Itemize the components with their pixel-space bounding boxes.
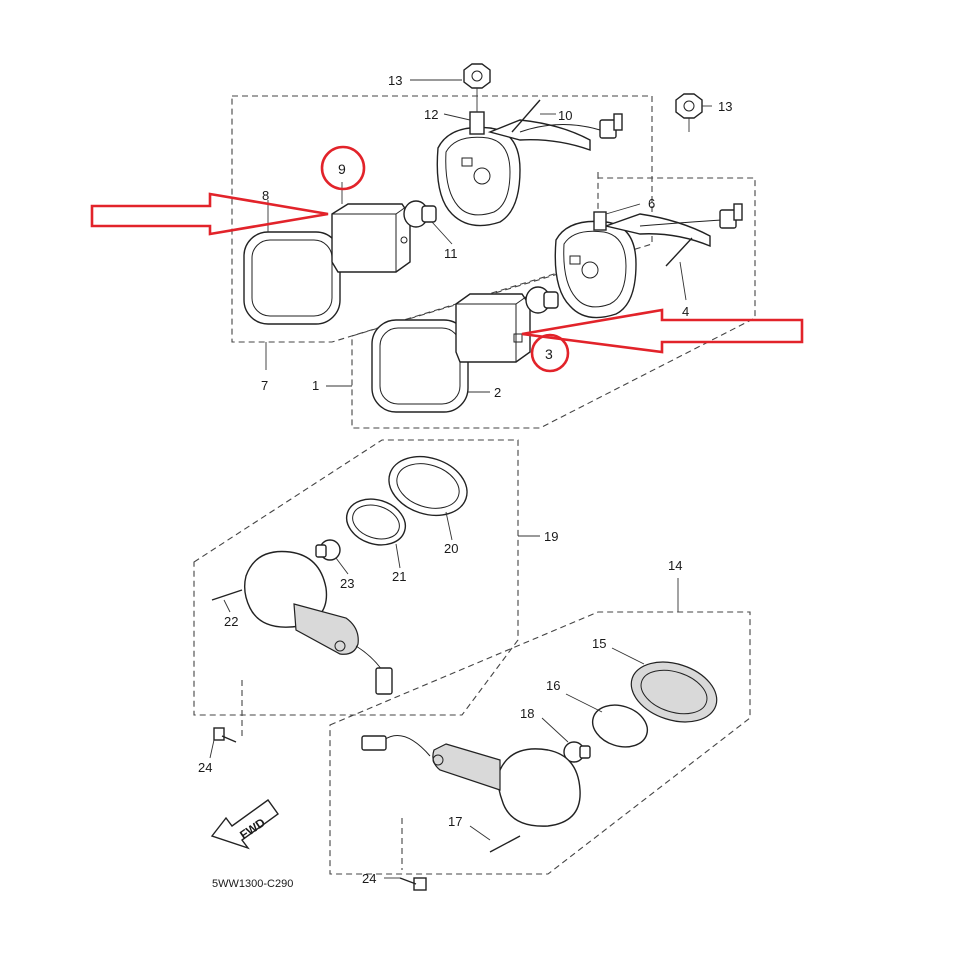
lens-2 bbox=[371, 319, 469, 413]
callout-7: 7 bbox=[261, 378, 268, 393]
connector-rear-left bbox=[599, 113, 623, 139]
callout-4: 4 bbox=[682, 304, 689, 319]
callout-24-left: 24 bbox=[198, 760, 212, 775]
lens-8 bbox=[243, 231, 341, 325]
callout-10: 10 bbox=[558, 108, 572, 123]
highlight-annotations: 9 3 bbox=[90, 145, 804, 373]
bulb-5 bbox=[525, 286, 559, 314]
callout-14: 14 bbox=[668, 558, 682, 573]
wire-rear-left bbox=[519, 124, 601, 133]
callout-20: 20 bbox=[444, 541, 458, 556]
callout-13-top: 13 bbox=[388, 73, 402, 88]
group-box-rear-left bbox=[231, 95, 653, 343]
callout-17: 17 bbox=[448, 814, 462, 829]
lens-16 bbox=[591, 704, 649, 748]
wire-front-right bbox=[383, 735, 431, 757]
housing-12 bbox=[436, 111, 591, 227]
group-box-front-left bbox=[193, 439, 519, 716]
connector-front-left bbox=[375, 667, 393, 695]
lens-21 bbox=[345, 498, 407, 546]
callout-16: 16 bbox=[546, 678, 560, 693]
callout-15: 15 bbox=[592, 636, 606, 651]
nut-13-top bbox=[463, 63, 491, 89]
highlight-arrow-right bbox=[521, 308, 804, 354]
callout-3: 3 bbox=[545, 346, 553, 362]
highlight-arrow-left bbox=[90, 192, 329, 236]
reflector-3 bbox=[455, 293, 531, 363]
connector-rear-right bbox=[719, 203, 743, 229]
bulb-18 bbox=[563, 741, 591, 763]
fwd-direction-arrow: FWD bbox=[210, 799, 279, 850]
signal-body-front-left bbox=[243, 550, 359, 655]
screw-4 bbox=[665, 237, 693, 267]
signal-body-front-right bbox=[432, 743, 581, 827]
bulb-23 bbox=[315, 539, 341, 561]
leader-lines bbox=[209, 79, 712, 879]
wire-front-left bbox=[355, 645, 383, 671]
reflector-9 bbox=[331, 203, 411, 273]
callout-23: 23 bbox=[340, 576, 354, 591]
callout-22: 22 bbox=[224, 614, 238, 629]
wire-rear-right bbox=[639, 219, 723, 227]
highlight-circle-3 bbox=[530, 333, 570, 373]
screw-10 bbox=[511, 99, 541, 133]
callout-8: 8 bbox=[262, 188, 269, 203]
nut-13-right bbox=[675, 93, 703, 119]
callout-numbers: 13 13 12 10 8 11 6 4 7 1 2 19 20 21 23 2… bbox=[198, 73, 732, 886]
rim-15 bbox=[630, 661, 718, 723]
callout-24-bottom: 24 bbox=[362, 871, 376, 886]
diagram-code: 5WW1300-C290 bbox=[212, 878, 293, 890]
screw-17 bbox=[489, 835, 521, 853]
callout-2: 2 bbox=[494, 385, 501, 400]
screw-22 bbox=[211, 589, 243, 601]
rim-20 bbox=[388, 455, 468, 517]
callout-21: 21 bbox=[392, 569, 406, 584]
callout-1: 1 bbox=[312, 378, 319, 393]
group-box-front-right bbox=[329, 611, 751, 875]
bolt-24-bottom bbox=[399, 877, 427, 891]
bolt-24-left bbox=[213, 727, 237, 743]
housing-6 bbox=[554, 211, 711, 319]
callout-19: 19 bbox=[544, 529, 558, 544]
bulb-11 bbox=[403, 200, 437, 228]
connector-front-right bbox=[361, 735, 387, 751]
highlight-circle-9 bbox=[320, 145, 366, 191]
callout-13-right: 13 bbox=[718, 99, 732, 114]
callout-6: 6 bbox=[648, 196, 655, 211]
callout-18: 18 bbox=[520, 706, 534, 721]
callout-12: 12 bbox=[424, 107, 438, 122]
callout-11: 11 bbox=[444, 246, 458, 261]
callout-9: 9 bbox=[338, 161, 346, 177]
